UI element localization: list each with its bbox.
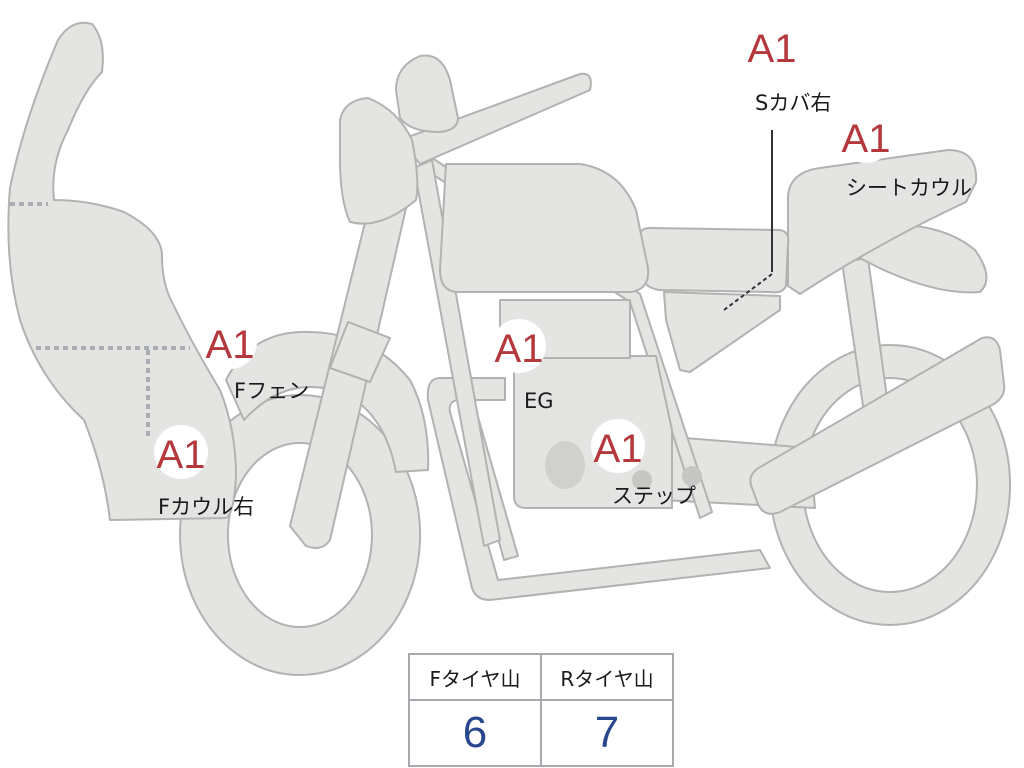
tire-tread-table: Fタイヤ山 Rタイヤ山 6 7: [408, 653, 674, 767]
seat: [639, 227, 790, 294]
badge-side-cover-right: A1 Sカバ右: [745, 19, 831, 115]
badge-code: A1: [842, 117, 891, 161]
table-row: 6 7: [408, 699, 674, 767]
seat-cowl-part: [787, 149, 978, 295]
badge-code: A1: [206, 323, 255, 367]
table-header-row: Fタイヤ山 Rタイヤ山: [408, 653, 674, 701]
step-peg-right: [682, 466, 702, 486]
rear-tire-value: 7: [540, 699, 674, 767]
frame-downtube: [413, 159, 501, 547]
label-f-fender: Fフェン: [234, 379, 309, 403]
side-cover: [663, 291, 781, 373]
badge-f-cowl-right: A1 Fカウル右: [154, 425, 254, 519]
front-tire-value: 6: [408, 699, 542, 767]
badge-code: A1: [748, 27, 797, 71]
muffler: [749, 336, 1006, 515]
label-f-cowl-right: Fカウル右: [158, 495, 254, 519]
headlight: [339, 97, 419, 225]
badge-seat-cowl: A1 シートカウル: [839, 109, 972, 200]
handlebar-grip: [395, 54, 459, 133]
engine-cover: [545, 441, 585, 489]
step-peg-left: [632, 470, 652, 490]
label-engine: EG: [524, 389, 554, 413]
badge-f-fender: A1 Fフェン: [203, 315, 309, 403]
handlebar: [399, 72, 592, 165]
front-cowl: [7, 21, 237, 521]
leader-side-cover-dash: [723, 273, 773, 311]
badge-engine: A1 EG: [492, 319, 554, 413]
badge-step: A1 ステップ: [591, 419, 696, 508]
rear-tire-header: Rタイヤ山: [540, 653, 674, 701]
fork-clamp: [329, 321, 391, 383]
badge-code: A1: [157, 433, 206, 477]
badge-code: A1: [594, 427, 643, 471]
badge-code: A1: [495, 327, 544, 371]
label-seat-cowl: シートカウル: [846, 176, 972, 200]
fuel-tank: [439, 163, 650, 293]
front-tire-header: Fタイヤ山: [408, 653, 542, 701]
label-side-cover-right: Sカバ右: [755, 91, 831, 115]
label-step: ステップ: [612, 484, 696, 508]
